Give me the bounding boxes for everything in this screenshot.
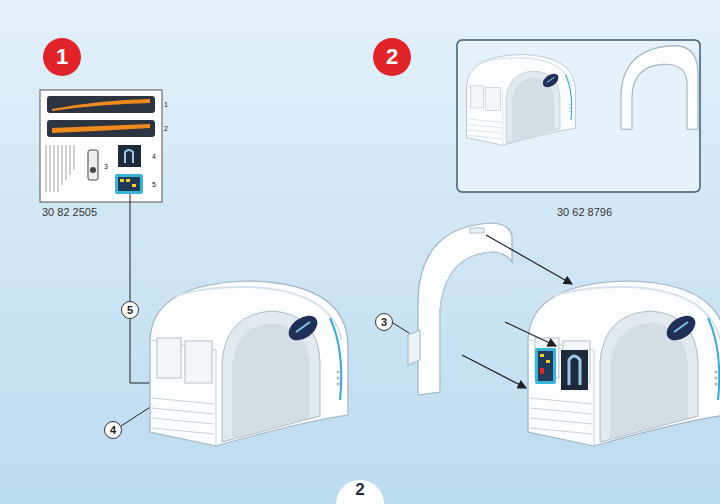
ring-part bbox=[408, 223, 512, 395]
part-number: 30 62 8796 bbox=[557, 207, 612, 218]
assembly-arrows bbox=[462, 235, 572, 388]
callout-number: 5 bbox=[121, 301, 139, 319]
sticker-number: 3 bbox=[104, 163, 108, 170]
mri-machine bbox=[150, 281, 348, 446]
callout-number: 4 bbox=[104, 421, 122, 439]
inset-ring bbox=[621, 46, 698, 130]
inset-box bbox=[457, 40, 700, 192]
inset-mri bbox=[467, 55, 576, 146]
step-number: 1 bbox=[43, 38, 81, 76]
sticker-sheet bbox=[40, 90, 162, 202]
step-text: 2 bbox=[386, 46, 398, 68]
sticker-number: 4 bbox=[152, 153, 156, 160]
leader-line bbox=[393, 323, 409, 333]
page-tab bbox=[336, 480, 384, 504]
page-number: 2 bbox=[355, 481, 364, 498]
step-number: 2 bbox=[373, 38, 411, 76]
sticker-number: 1 bbox=[164, 101, 168, 108]
callout-number: 3 bbox=[375, 313, 393, 331]
sticker-number: 2 bbox=[164, 125, 168, 132]
part-number: 30 82 2505 bbox=[42, 207, 97, 218]
sticker-number: 5 bbox=[152, 181, 156, 188]
mri-machine bbox=[528, 281, 720, 446]
step-text: 1 bbox=[56, 46, 68, 68]
